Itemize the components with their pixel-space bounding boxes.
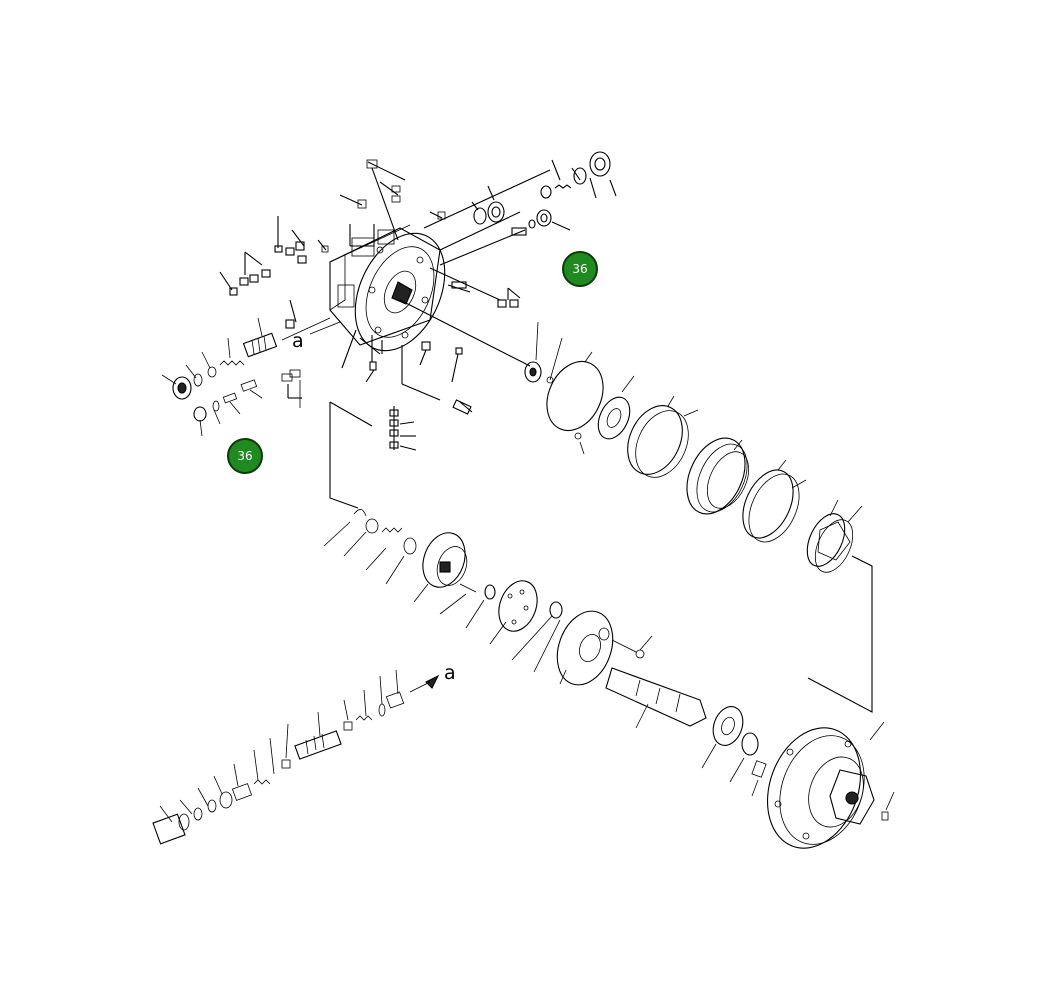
callout-badge-upper[interactable]: 36 [562,251,598,287]
mid-fittings [341,267,521,451]
top-right-fittings [423,151,617,266]
left-fittings [219,216,307,329]
reference-mark-upper: a [292,330,304,352]
upper-left-spool [161,317,341,400]
rotating-group [323,509,767,797]
valve-housing [329,224,446,352]
brake-seal-stack [524,321,863,573]
assembly-bracket-right [807,555,873,713]
callout-badge-lower[interactable]: 36 [227,438,263,474]
assembly-bracket-left [329,299,531,509]
reference-mark-lower: a [444,662,456,684]
lower-left-plugs [193,369,302,437]
lower-spool-assembly [152,669,440,845]
output-hub-flange [766,721,895,849]
housing-fasteners [317,159,446,253]
